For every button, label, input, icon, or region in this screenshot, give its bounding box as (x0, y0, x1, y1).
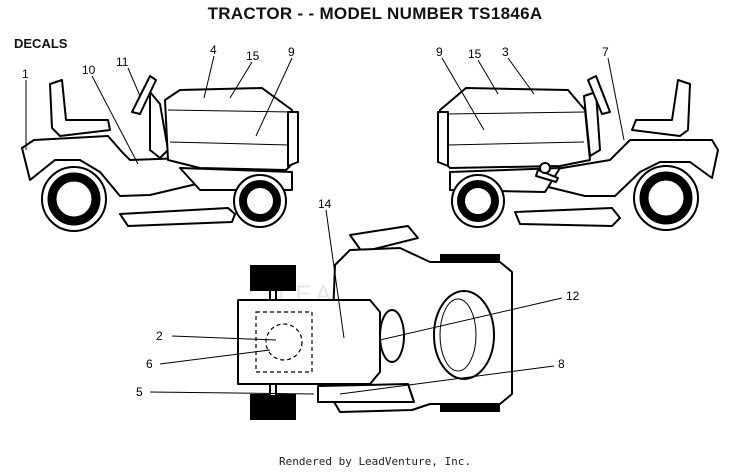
mower-deck-right (514, 207, 621, 227)
hood-lower-line-left (169, 141, 291, 146)
callout-leaders (25, 55, 625, 395)
callout-6: 6 (146, 357, 153, 371)
grille-right (437, 111, 449, 167)
steering-wheel-left (131, 75, 157, 115)
rear-tire-left (47, 172, 101, 226)
leader-14 (325, 209, 345, 339)
leader-4 (203, 55, 215, 99)
seat-top (433, 290, 495, 380)
hood-top (237, 299, 381, 385)
leader-12 (379, 297, 563, 341)
rear-tire-right (639, 171, 693, 225)
rear-fender-right (539, 139, 719, 197)
leader-15a (229, 61, 253, 99)
leader-5 (149, 391, 315, 395)
seat-left (49, 79, 111, 137)
leader-15b (477, 59, 499, 95)
callout-9-left: 9 (288, 45, 295, 59)
hood-crease-left (167, 109, 293, 113)
leader-10 (91, 75, 139, 165)
section-label-decals: DECALS (14, 36, 68, 51)
grille-left (287, 111, 299, 167)
tractor-top-view (237, 225, 513, 420)
callout-4: 4 (210, 43, 217, 57)
footrest-top (317, 383, 415, 403)
steering-column-left (149, 91, 169, 159)
leader-11 (127, 67, 141, 97)
decal-area-dashed (255, 311, 313, 373)
leader-7 (607, 57, 625, 141)
lift-lever-right (535, 169, 559, 183)
callout-14: 14 (318, 197, 332, 211)
hood-left (164, 87, 297, 171)
callout-8: 8 (558, 357, 565, 371)
front-wheel-top-upper (250, 265, 296, 291)
leader-2 (171, 335, 277, 341)
leader-8 (339, 365, 555, 395)
steering-wheel-top (349, 225, 419, 253)
leader-3 (507, 57, 535, 95)
hood-right (439, 87, 591, 169)
tractor-right-side-view (437, 75, 719, 231)
callout-11: 11 (116, 55, 129, 69)
callout-7: 7 (602, 45, 609, 59)
mower-deck-left (119, 207, 236, 227)
callout-2: 2 (156, 329, 163, 343)
callout-15-right: 15 (468, 47, 482, 61)
lever-knob-right (539, 162, 551, 174)
tractor-left-side-view (21, 75, 299, 232)
leader-9a (255, 57, 293, 137)
front-wheel-top-lower (250, 394, 296, 420)
callout-5: 5 (136, 385, 143, 399)
front-tire-right (457, 180, 499, 222)
leader-9b (441, 57, 485, 131)
steering-column-right (583, 91, 601, 157)
steering-wheel-right (587, 75, 611, 115)
hood-crease-right (445, 111, 585, 115)
hood-lower-line-right (447, 141, 585, 146)
footer-credit: Rendered by LeadVenture, Inc. (278, 455, 472, 468)
diagram-title: TRACTOR - - MODEL NUMBER TS1846A (207, 4, 543, 23)
console-top (379, 309, 405, 363)
callout-12: 12 (566, 289, 580, 303)
callout-numbers: 1 10 11 4 15 9 9 15 3 7 14 12 2 6 5 8 (22, 43, 609, 399)
leader-6 (159, 349, 271, 365)
callout-15-left: 15 (246, 49, 260, 63)
callout-1: 1 (22, 67, 29, 81)
seat-right (631, 79, 691, 137)
decal-circle-dashed (265, 323, 303, 361)
rear-tire-top-lower (440, 404, 500, 412)
front-tire-left (239, 180, 281, 222)
seat-top-inner (439, 298, 477, 372)
callout-10: 10 (82, 63, 96, 77)
callout-3: 3 (502, 45, 509, 59)
callout-9-right: 9 (436, 45, 443, 59)
rear-tire-top-upper (440, 254, 500, 262)
